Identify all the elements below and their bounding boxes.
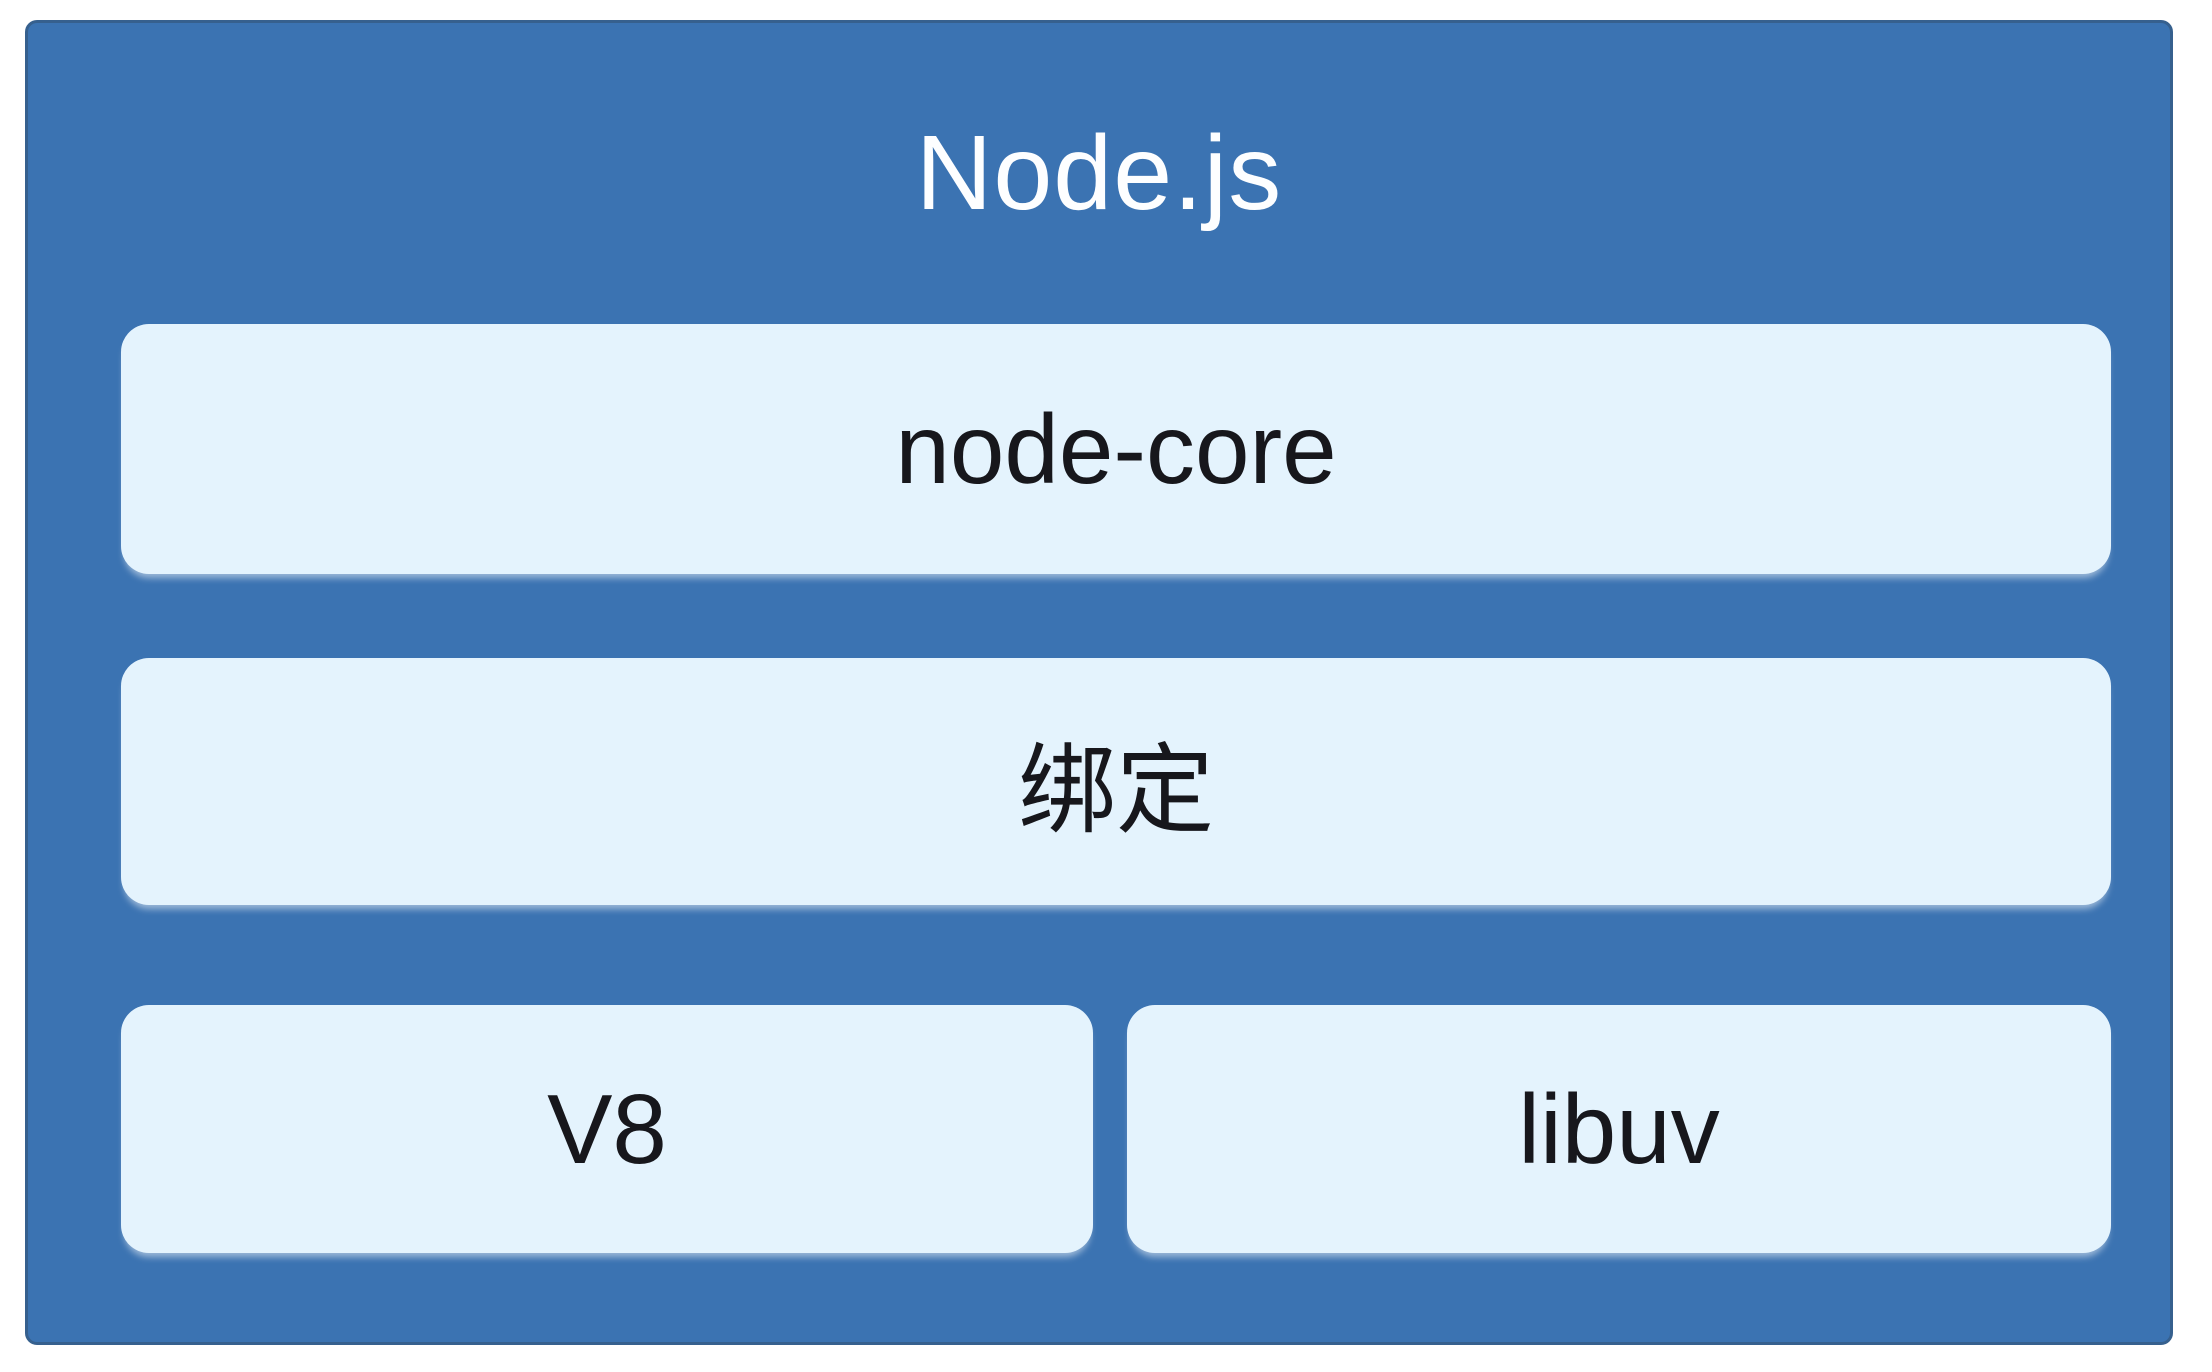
layer-libuv: libuv <box>1127 1005 2111 1253</box>
layer-node-core: node-core <box>121 324 2111 574</box>
layer-bindings: 绑定 <box>121 658 2111 905</box>
nodejs-architecture-container: Node.js node-core 绑定 V8 libuv <box>25 20 2173 1345</box>
layer-node-core-label: node-core <box>895 393 1337 504</box>
layer-v8-label: V8 <box>547 1073 667 1184</box>
layer-bindings-label: 绑定 <box>1017 734 1214 845</box>
layer-libuv-label: libuv <box>1518 1073 1720 1184</box>
diagram-title-area: Node.js <box>28 23 2170 323</box>
diagram-title: Node.js <box>915 113 1283 232</box>
layer-v8: V8 <box>121 1005 1093 1253</box>
